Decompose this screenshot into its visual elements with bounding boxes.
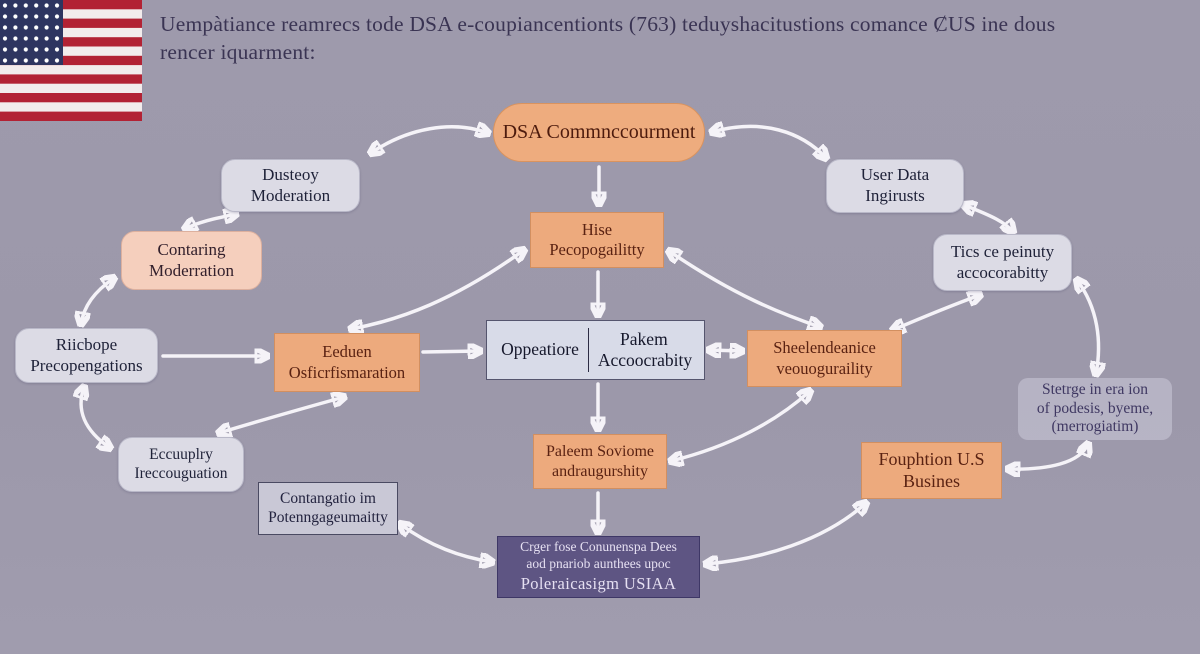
node-poleraicasigm-usiaa: Crger fose Conunenspa Dees aod pnariob a… <box>497 536 700 598</box>
node-user-data-ingirusts-label: User Data Ingirusts <box>860 165 930 205</box>
node-stetrge-line2: of podesis, byeme, <box>1036 399 1154 417</box>
node-usiaa-line3: Poleraicasigm USIAA <box>520 574 677 594</box>
page-title-line1: Uempàtiance reamrecs tode DSA e-coupianc… <box>160 12 1056 36</box>
node-usiaa-line1: Crger fose Conunenspa Dees <box>520 539 677 555</box>
node-dusteoy-moderation-label: Dusteoy Moderation <box>250 164 331 205</box>
page-title: Uempàtiance reamrecs tode DSA e-coupianc… <box>160 10 1170 67</box>
node-eeduen-osficrfismaration: Eeduen Osficrfismaration <box>274 333 420 392</box>
node-hise-pecopogality: Hise Pecopogailitty <box>530 212 664 268</box>
node-usiaa-line2: aod pnariob aunthees upoc <box>526 555 671 571</box>
node-fouphtion-us-busines-label: Fouphtion U.S Busines <box>878 448 985 491</box>
node-contangatio-potenngageumaitty-label: Contangatio im Potenngageumaitty <box>268 489 388 526</box>
node-pakem-accoocrabity-label: Pakem Accoocrabity <box>597 328 693 370</box>
node-dsa-commitment-label: DSA Commnccourment <box>502 121 696 144</box>
node-dsa-commitment: DSA Commnccourment <box>493 103 705 162</box>
node-sheelendeanice-veouoguraility: Sheelendeanice veouoguraility <box>747 330 902 387</box>
node-user-data-ingirusts: User Data Ingirusts <box>826 159 964 213</box>
node-eccuuplry-ireccouguation-label: Eccuuplry Ireccouguation <box>134 445 228 482</box>
node-sheelendeanice-veouoguraility-label: Sheelendeanice veouoguraility <box>773 338 876 378</box>
vertical-divider <box>587 328 589 372</box>
node-paleem-soviome: Paleem Soviome andraugurshity <box>533 434 667 489</box>
page-title-line2: rencer iquarment: <box>160 40 316 65</box>
node-riicbope-precopengations-label: Riicbope Precopengations <box>30 334 143 375</box>
node-stetrge-line3: (merrogiatim) <box>1051 418 1139 436</box>
node-eeduen-osficrfismaration-label: Eeduen Osficrfismaration <box>288 342 406 382</box>
node-dusteoy-moderation: Dusteoy Moderation <box>221 159 360 212</box>
node-contaring-moderation-label: Contaring Moderration <box>149 239 234 280</box>
node-fouphtion-us-busines: Fouphtion U.S Busines <box>861 442 1002 499</box>
node-hise-pecopogality-label: Hise Pecopogailitty <box>549 219 645 259</box>
node-stetrge-line1: Stetrge in era ion <box>1041 380 1149 398</box>
node-eccuuplry-ireccouguation: Eccuuplry Ireccouguation <box>118 437 244 492</box>
node-riicbope-precopengations: Riicbope Precopengations <box>15 328 158 383</box>
node-contangatio-potenngageumaitty: Contangatio im Potenngageumaitty <box>258 482 398 535</box>
node-tics-accocorability-label: Tics ce peinuty accocorabitty <box>950 241 1055 282</box>
node-paleem-soviome-label: Paleem Soviome andraugurshity <box>546 442 654 480</box>
us-flag-icon <box>0 0 142 121</box>
node-oppeatiore-pakem-accoocrabity: Oppeatiore Pakem Accoocrabity <box>486 320 705 380</box>
node-stetrge-of-podesis: Stetrge in era ion of podesis, byeme, (m… <box>1018 378 1172 440</box>
node-oppeatiore-label: Oppeatiore <box>501 339 579 360</box>
node-contaring-moderation: Contaring Moderration <box>121 231 262 290</box>
node-tics-accocorability: Tics ce peinuty accocorabitty <box>933 234 1072 291</box>
